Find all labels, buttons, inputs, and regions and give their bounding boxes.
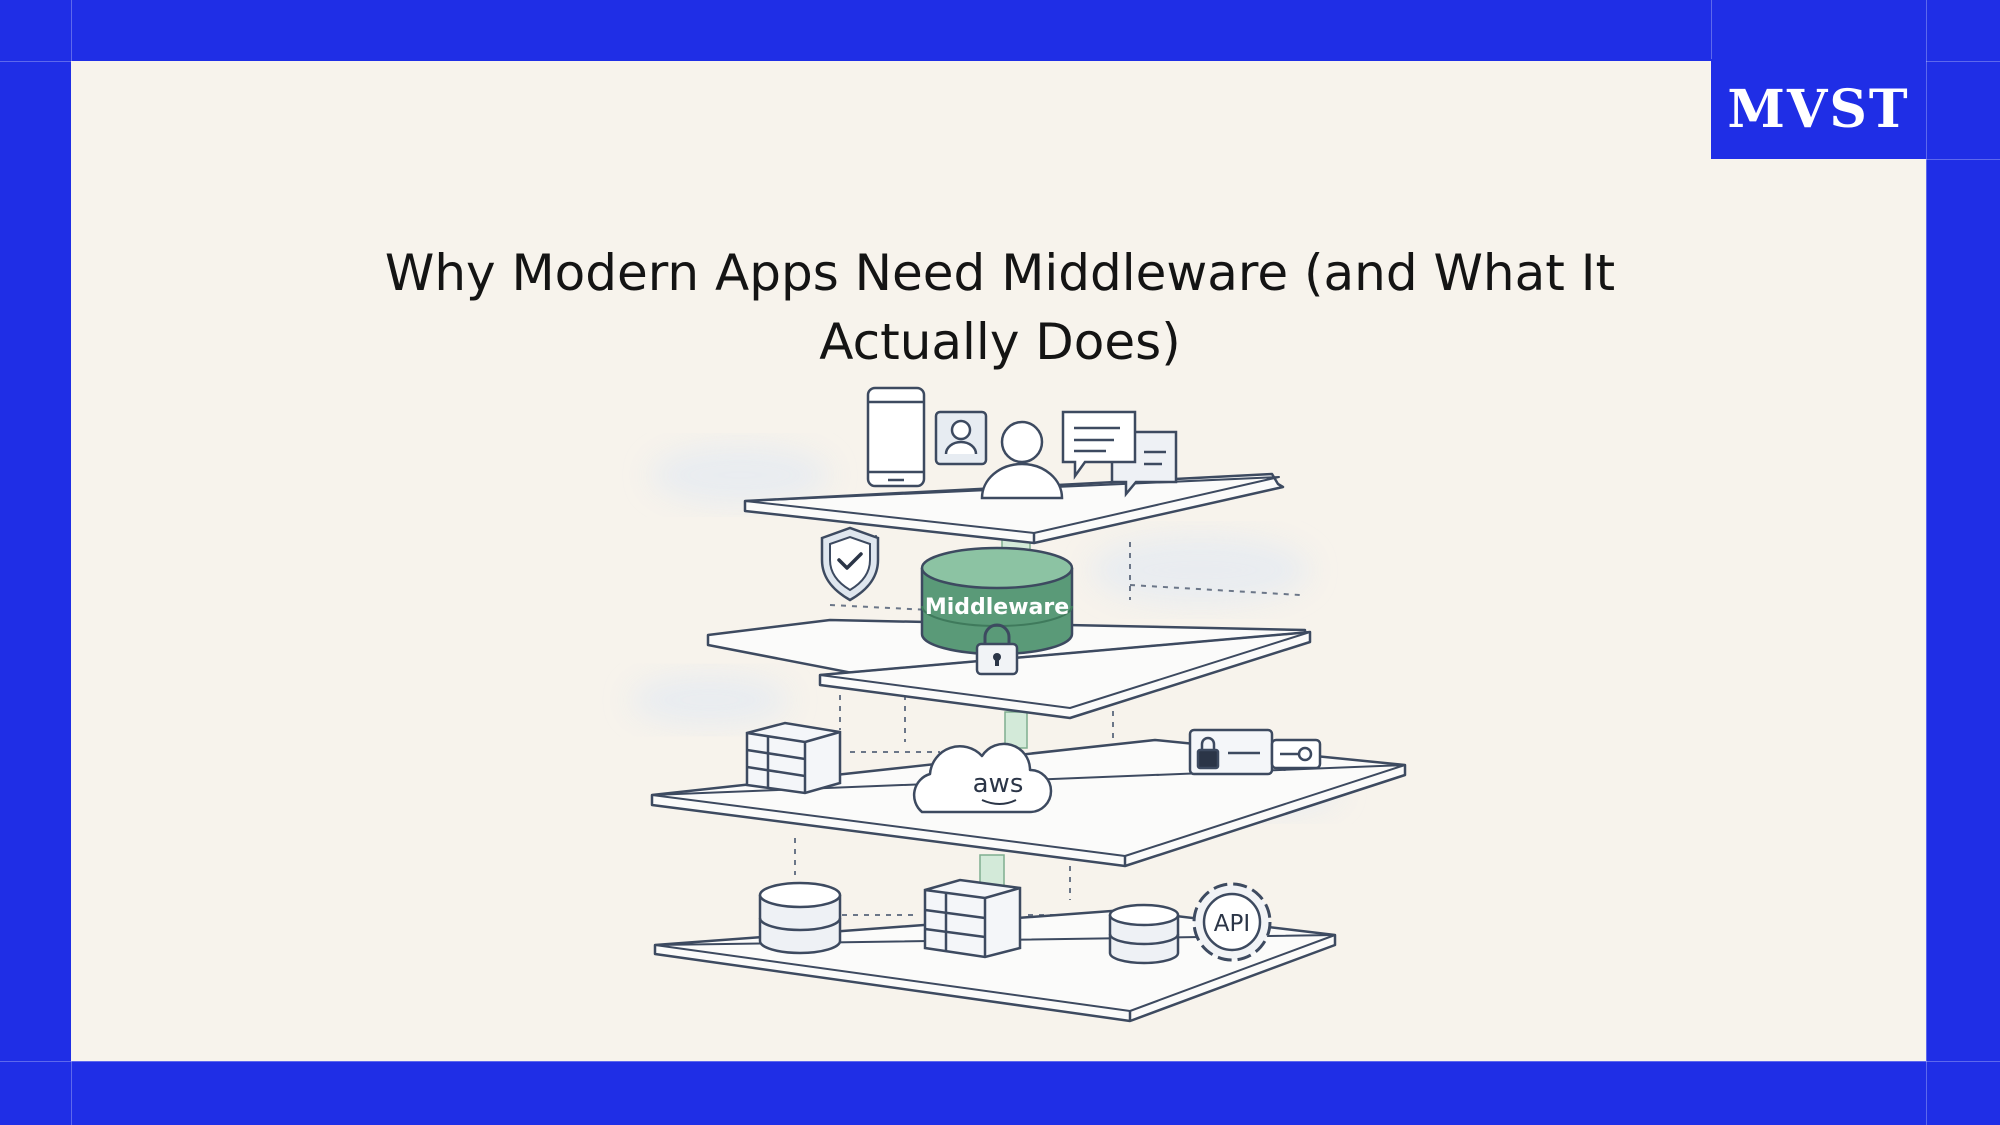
shield-check-icon xyxy=(820,526,880,602)
middleware-stack-diagram: API aws xyxy=(630,386,1407,1023)
mobile-phone-icon xyxy=(866,386,926,488)
guide-line xyxy=(1926,0,1927,1125)
database-icon xyxy=(758,881,842,955)
key-card-icon xyxy=(1188,728,1322,776)
user-profile-icon xyxy=(934,410,988,466)
aws-label: aws xyxy=(973,769,1024,799)
chat-bubbles-icon xyxy=(1061,410,1178,498)
data-layer: API xyxy=(653,878,1337,1023)
server-rack-icon xyxy=(745,721,842,795)
server-rack-icon xyxy=(923,878,1022,959)
api-gear-icon: API xyxy=(1192,882,1272,962)
brand-logo[interactable]: MVST xyxy=(1711,59,1926,159)
guide-line xyxy=(0,1061,2000,1062)
page-title: Why Modern Apps Need Middleware (and Wha… xyxy=(384,243,1616,371)
middleware-label: Middleware xyxy=(925,595,1069,620)
client-layer xyxy=(743,386,1285,545)
aws-cloud-icon: aws xyxy=(912,742,1053,814)
cloud-layer: aws xyxy=(650,721,1407,868)
middleware-cylinder: Middleware xyxy=(920,546,1074,656)
padlock-icon xyxy=(975,623,1019,676)
api-label: API xyxy=(1214,911,1250,937)
user-icon xyxy=(980,420,1064,500)
database-icon xyxy=(1108,903,1180,965)
middleware-layer: Middleware xyxy=(706,526,1312,720)
